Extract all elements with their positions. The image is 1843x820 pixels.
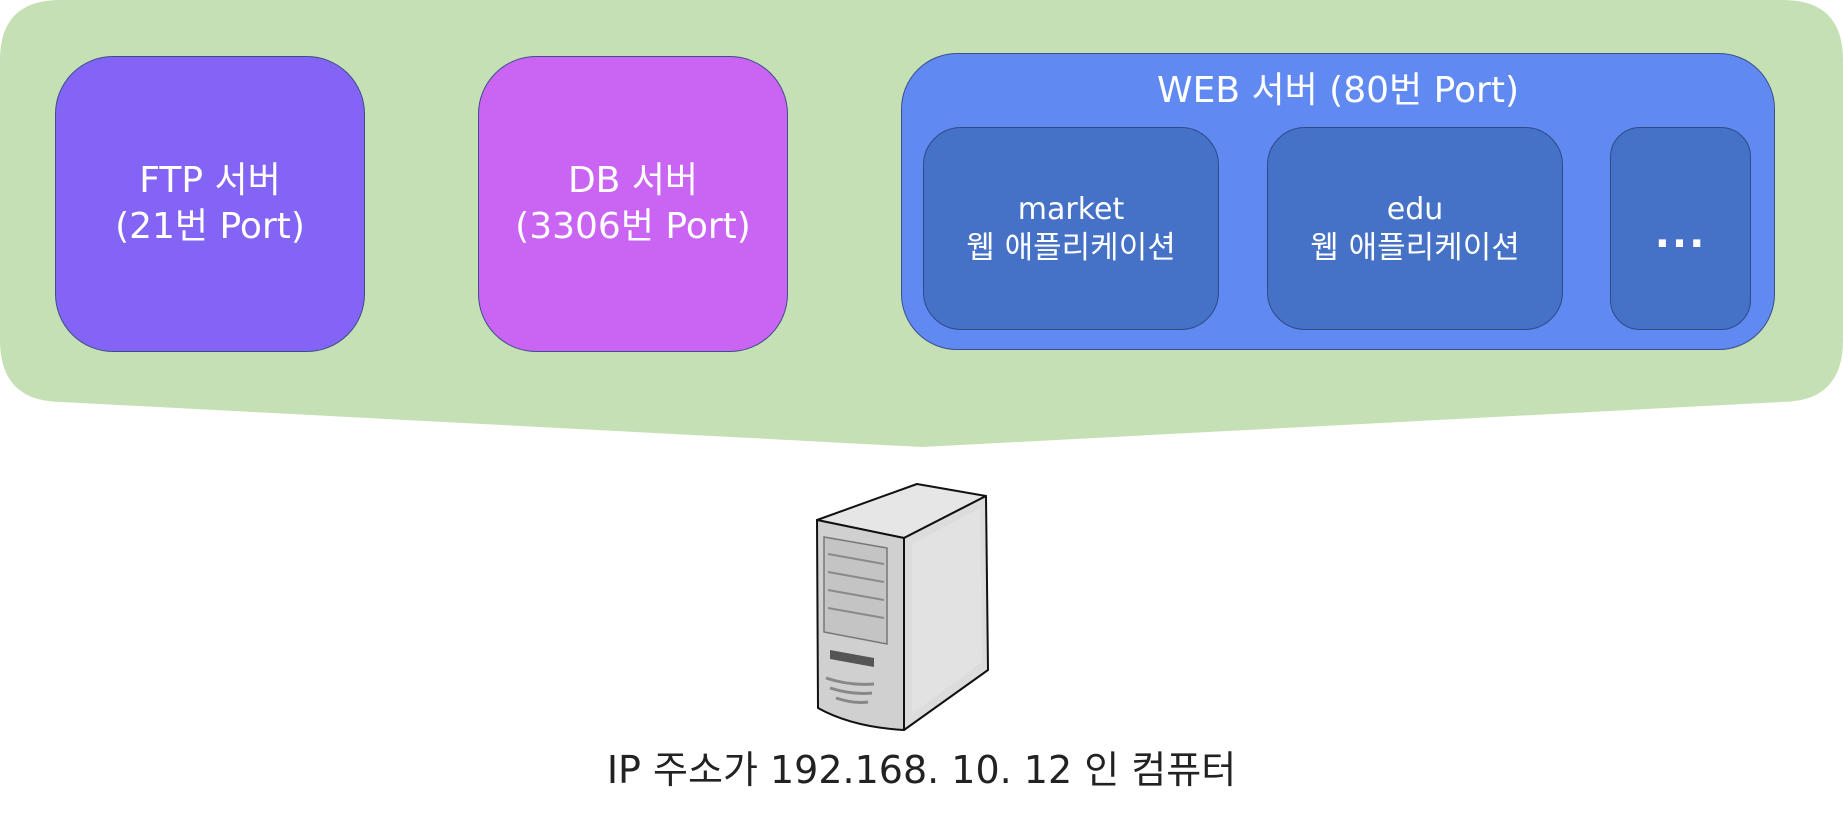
edu-web-app-box: edu 웹 애플리케이션 [1267,127,1563,330]
ftp-server-box: FTP 서버 (21번 Port) [55,56,365,352]
ftp-server-label: FTP 서버 [139,160,281,201]
computer-caption: IP 주소가 192.168. 10. 12 인 컴퓨터 [606,748,1237,792]
ftp-server-port: (21번 Port) [115,206,305,247]
app-name: market [1017,191,1125,227]
app-name: edu [1386,191,1444,227]
db-server-label: DB 서버 [567,160,699,201]
web-server-box: WEB 서버 (80번 Port) market 웹 애플리케이션 edu 웹 … [901,53,1775,350]
more-apps-box: ... [1610,127,1751,330]
market-web-app-box: market 웹 애플리케이션 [923,127,1219,330]
db-server-port: (3306번 Port) [515,206,751,247]
web-server-title: WEB 서버 (80번 Port) [1157,70,1519,111]
app-desc: 웹 애플리케이션 [1310,229,1520,266]
db-server-box: DB 서버 (3306번 Port) [478,56,788,352]
ellipsis: ... [1654,210,1707,257]
server-tower-icon [816,483,989,731]
app-desc: 웹 애플리케이션 [966,229,1176,266]
